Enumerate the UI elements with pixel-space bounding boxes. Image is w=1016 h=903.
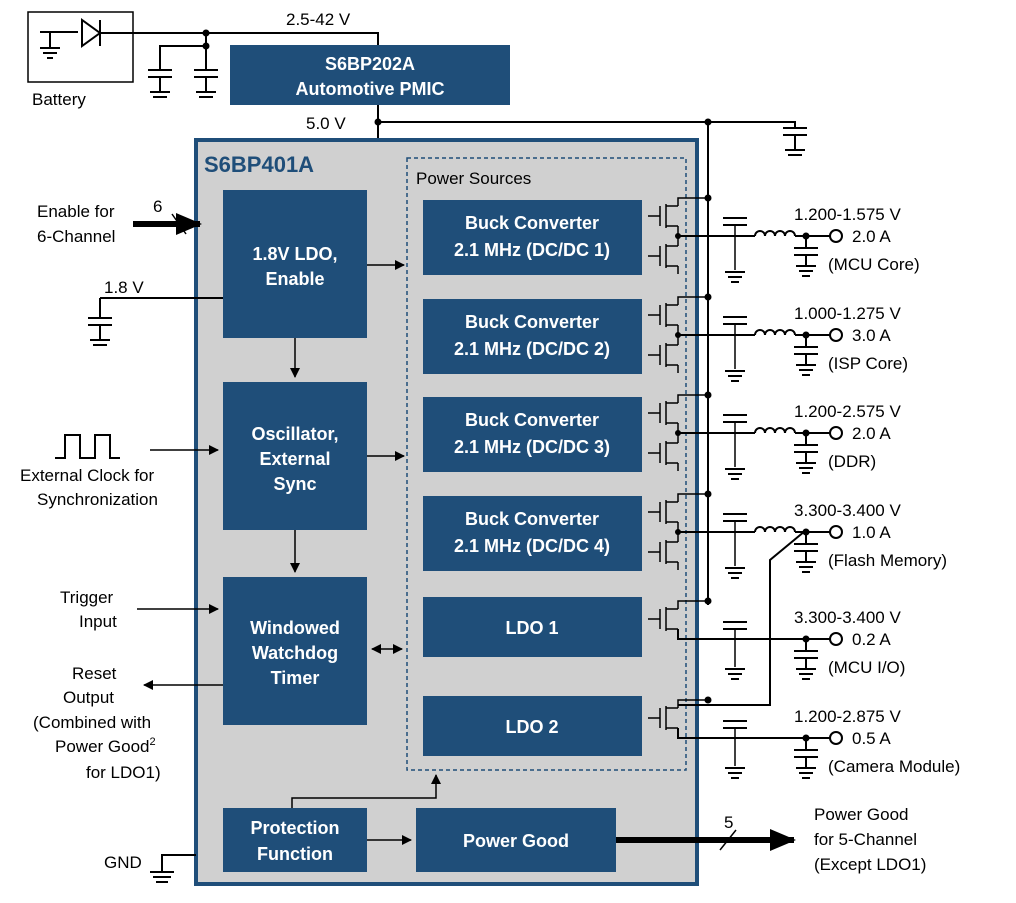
power-sources-region <box>406 157 687 771</box>
pmic-block <box>230 45 510 105</box>
ldo-enable-block <box>223 190 367 338</box>
pgood-out-label-3: (Except LDO1) <box>814 855 926 874</box>
pmic-name: S6BP202A <box>325 54 415 74</box>
channel-title: Buck Converter <box>465 410 599 430</box>
gnd-label: GND <box>104 853 142 872</box>
channel-3: Buck Converter 2.1 MHz (DC/DC 3) 1.200-2.5… <box>423 391 901 480</box>
enable-bus-width: 6 <box>153 197 162 216</box>
channel-voltage: 1.200-1.575 V <box>794 205 901 224</box>
wdt-label-3: Timer <box>271 668 320 688</box>
channel-4: Buck Converter 2.1 MHz (DC/DC 4) 3.300-3.4… <box>423 490 947 579</box>
channel-6: LDO 2 1.200-2.875 V 0.5 A (Camera Module) <box>423 696 960 779</box>
channel-current: 1.0 A <box>852 523 891 542</box>
input-capacitors <box>148 69 218 98</box>
ldo-enable-label-2: Enable <box>265 269 324 289</box>
channel-freq: 2.1 MHz (DC/DC 4) <box>454 536 610 556</box>
ext-clock-label-1: External Clock for <box>20 466 154 485</box>
channel-load: (ISP Core) <box>828 354 908 373</box>
power-sources-label: Power Sources <box>416 169 531 188</box>
input-voltage: 2.5-42 V <box>286 10 351 29</box>
trigger-label-1: Trigger <box>60 588 114 607</box>
channel-load: (MCU I/O) <box>828 658 905 677</box>
channel-freq: 2.1 MHz (DC/DC 2) <box>454 339 610 359</box>
prot-label-1: Protection <box>250 818 339 838</box>
pgood-label: Power Good <box>463 831 569 851</box>
pgood-bus-width: 5 <box>724 813 733 832</box>
channel-block <box>423 496 642 571</box>
reset-label-1: Reset <box>72 664 117 683</box>
channel-voltage: 1.200-2.875 V <box>794 707 901 726</box>
channel-block <box>423 597 642 657</box>
channel-load: (DDR) <box>828 452 876 471</box>
channel-title: Buck Converter <box>465 509 599 529</box>
channel-block <box>423 200 642 275</box>
reset-label-5: for LDO1) <box>86 763 161 782</box>
reset-label-3: (Combined with <box>33 713 151 732</box>
channel-voltage: 3.300-3.400 V <box>794 501 901 520</box>
channels-layer: Buck Converter 2.1 MHz (DC/DC 1) 1.200-1.5… <box>423 122 960 779</box>
watchdog-block <box>223 577 367 725</box>
channel-block <box>423 696 642 756</box>
ldo-enable-label-1: 1.8V LDO, <box>252 244 337 264</box>
channel-block <box>423 397 642 472</box>
chip-title: S6BP401A <box>204 152 314 177</box>
clock-icon <box>55 434 120 459</box>
vout-5v: 5.0 V <box>306 114 346 133</box>
channel-title: LDO 1 <box>505 618 558 638</box>
channel-load: (Flash Memory) <box>828 551 947 570</box>
power-good-block <box>416 808 616 872</box>
pgood-out-label-1: Power Good <box>814 805 909 824</box>
trigger-label-2: Input <box>79 612 117 631</box>
reset-label-2: Output <box>63 688 114 707</box>
oscillator-block <box>223 382 367 530</box>
pgood-out-label-2: for 5-Channel <box>814 830 917 849</box>
channel-title: Buck Converter <box>465 213 599 233</box>
channel-title: LDO 2 <box>505 717 558 737</box>
channel-voltage: 1.200-2.575 V <box>794 402 901 421</box>
battery <box>27 11 134 83</box>
channel-current: 2.0 A <box>852 227 891 246</box>
prot-label-2: Function <box>257 844 333 864</box>
enable-label-1: Enable for <box>37 202 115 221</box>
channel-title: Buck Converter <box>465 312 599 332</box>
channel-block <box>423 299 642 374</box>
channel-current: 0.2 A <box>852 630 891 649</box>
channel-current: 3.0 A <box>852 326 891 345</box>
channel-current: 0.5 A <box>852 729 891 748</box>
wdt-label-2: Watchdog <box>252 643 338 663</box>
osc-label-1: Oscillator, <box>251 424 338 444</box>
channel-load: (Camera Module) <box>828 757 960 776</box>
channel-voltage: 1.000-1.275 V <box>794 304 901 323</box>
ext-clock-label-2: Synchronization <box>37 490 158 509</box>
wdt-label-1: Windowed <box>250 618 340 638</box>
enable-label-2: 6-Channel <box>37 227 115 246</box>
protection-block <box>223 808 367 872</box>
channel-voltage: 3.300-3.400 V <box>794 608 901 627</box>
channel-2: Buck Converter 2.1 MHz (DC/DC 2) 1.000-1.2… <box>423 293 908 382</box>
osc-label-3: Sync <box>273 474 316 494</box>
output-capacitor-5v <box>783 127 807 156</box>
channel-freq: 2.1 MHz (DC/DC 3) <box>454 437 610 457</box>
battery-label: Battery <box>32 90 86 109</box>
channel-freq: 2.1 MHz (DC/DC 1) <box>454 240 610 260</box>
v18-label: 1.8 V <box>104 278 144 297</box>
channel-load: (MCU Core) <box>828 255 920 274</box>
channel-1: Buck Converter 2.1 MHz (DC/DC 1) 1.200-1.5… <box>423 194 920 283</box>
v18-capacitor <box>88 317 112 346</box>
reset-label-4: Power Good2 <box>55 736 156 756</box>
osc-label-2: External <box>259 449 330 469</box>
pmic-desc: Automotive PMIC <box>295 79 444 99</box>
channel-current: 2.0 A <box>852 424 891 443</box>
channel-5: LDO 1 3.300-3.400 V 0.2 A (MCU I/O) <box>423 597 905 680</box>
